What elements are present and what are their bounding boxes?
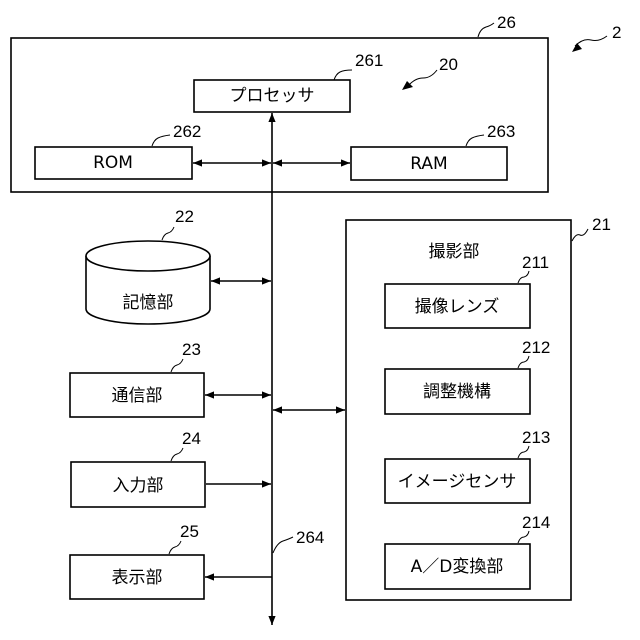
rom-label: ROM — [93, 153, 133, 173]
group-ref: 20 — [439, 55, 458, 74]
storage-label: 記憶部 — [123, 293, 174, 313]
input-ref-leader — [171, 448, 183, 461]
figure-ref-leader — [575, 36, 607, 46]
processor-label: プロセッサ — [230, 86, 315, 106]
display-ref-leader — [169, 541, 181, 554]
display-label: 表示部 — [112, 568, 163, 588]
communication-ref-leader — [171, 359, 183, 372]
communication-ref: 23 — [182, 340, 201, 359]
rom-ref: 262 — [173, 122, 201, 141]
display-ref: 25 — [180, 522, 199, 541]
storage-ref-leader — [162, 227, 174, 240]
controller-ref: 26 — [497, 13, 516, 32]
lens-ref: 211 — [522, 253, 549, 272]
adjust-label: 調整機構 — [423, 382, 491, 402]
imaging-ref: 21 — [592, 215, 611, 234]
input-ref: 24 — [182, 429, 201, 448]
imaging-label: 撮影部 — [429, 242, 480, 262]
bus-ref: 264 — [296, 528, 324, 547]
bus-ref-leader — [273, 537, 293, 553]
communication-label: 通信部 — [112, 386, 163, 406]
ram-ref: 263 — [487, 122, 515, 141]
adjust-ref: 212 — [522, 338, 550, 357]
adc-label: A／D変換部 — [411, 557, 504, 577]
lens-label: 撮像レンズ — [415, 297, 500, 317]
controller-ref-leader — [478, 23, 494, 37]
sensor-ref: 213 — [522, 428, 550, 447]
storage-ref: 22 — [175, 207, 194, 226]
adc-ref: 214 — [522, 513, 550, 532]
input-label: 入力部 — [113, 476, 164, 496]
imaging-ref-leader — [572, 229, 588, 241]
processor-ref: 261 — [355, 51, 383, 70]
figure-ref: 2 — [612, 23, 621, 42]
sensor-label: イメージセンサ — [398, 472, 517, 492]
figure-ref-arrow — [572, 43, 582, 52]
ram-label: RAM — [410, 154, 447, 174]
